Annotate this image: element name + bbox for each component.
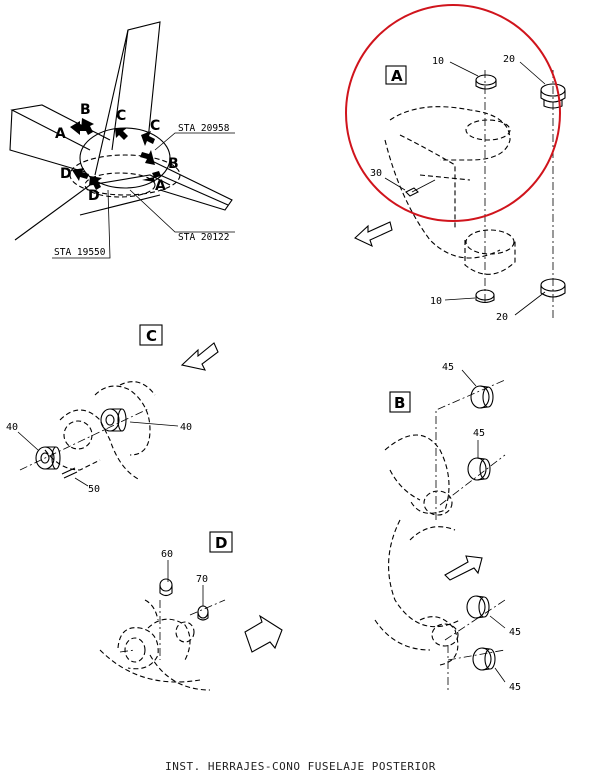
callout-a-10-bottom: 10 <box>430 296 442 307</box>
arrow-letter-d-left: D <box>60 166 72 182</box>
arrow-letter-c-right: C <box>150 118 160 134</box>
arrow-letter-b-left: B <box>80 102 91 118</box>
view-b: B 45 45 4 <box>374 362 521 693</box>
station-label-20958: STA 20958 <box>178 123 230 134</box>
view-a-label: A <box>391 67 403 85</box>
callout-b-45-4: 45 <box>509 682 521 693</box>
diagram-caption: INST. HERRAJES-CONO FUSELAJE POSTERIOR <box>165 760 436 773</box>
view-c: C 40 40 50 <box>6 324 219 495</box>
callout-d-70: 70 <box>196 574 208 585</box>
callout-b-45-3: 45 <box>509 627 521 638</box>
callout-c-50: 50 <box>88 484 100 495</box>
callout-b-45-2: 45 <box>473 428 485 439</box>
highlight-circle <box>345 4 561 222</box>
station-label-20122: STA 20122 <box>178 232 229 243</box>
callout-a-20-bottom: 20 <box>496 312 508 323</box>
station-label-19550: STA 19550 <box>54 247 106 258</box>
tail-overview: A B C C B A D D STA 20958 STA 20122 STA … <box>9 21 235 259</box>
view-d: D 60 70 <box>99 531 283 691</box>
callout-b-45-1: 45 <box>442 362 454 373</box>
arrow-letter-c-left: C <box>116 108 126 124</box>
callout-a-10-top: 10 <box>432 56 444 67</box>
arrow-letter-b-right: B <box>168 156 179 172</box>
view-d-label: D <box>215 534 227 552</box>
arrow-letter-d-lower: D <box>88 188 100 204</box>
callout-d-60: 60 <box>161 549 173 560</box>
callout-a-20-top: 20 <box>503 54 515 65</box>
callout-c-40-right: 40 <box>180 422 192 433</box>
arrow-letter-a-right: A <box>155 178 166 194</box>
callout-c-40-left: 40 <box>6 422 18 433</box>
view-b-label: B <box>394 394 405 412</box>
view-a: A 10 20 30 10 20 <box>345 4 566 323</box>
view-c-label: C <box>146 327 157 345</box>
callout-a-30: 30 <box>370 168 382 179</box>
arrow-letter-a-left: A <box>55 126 66 142</box>
